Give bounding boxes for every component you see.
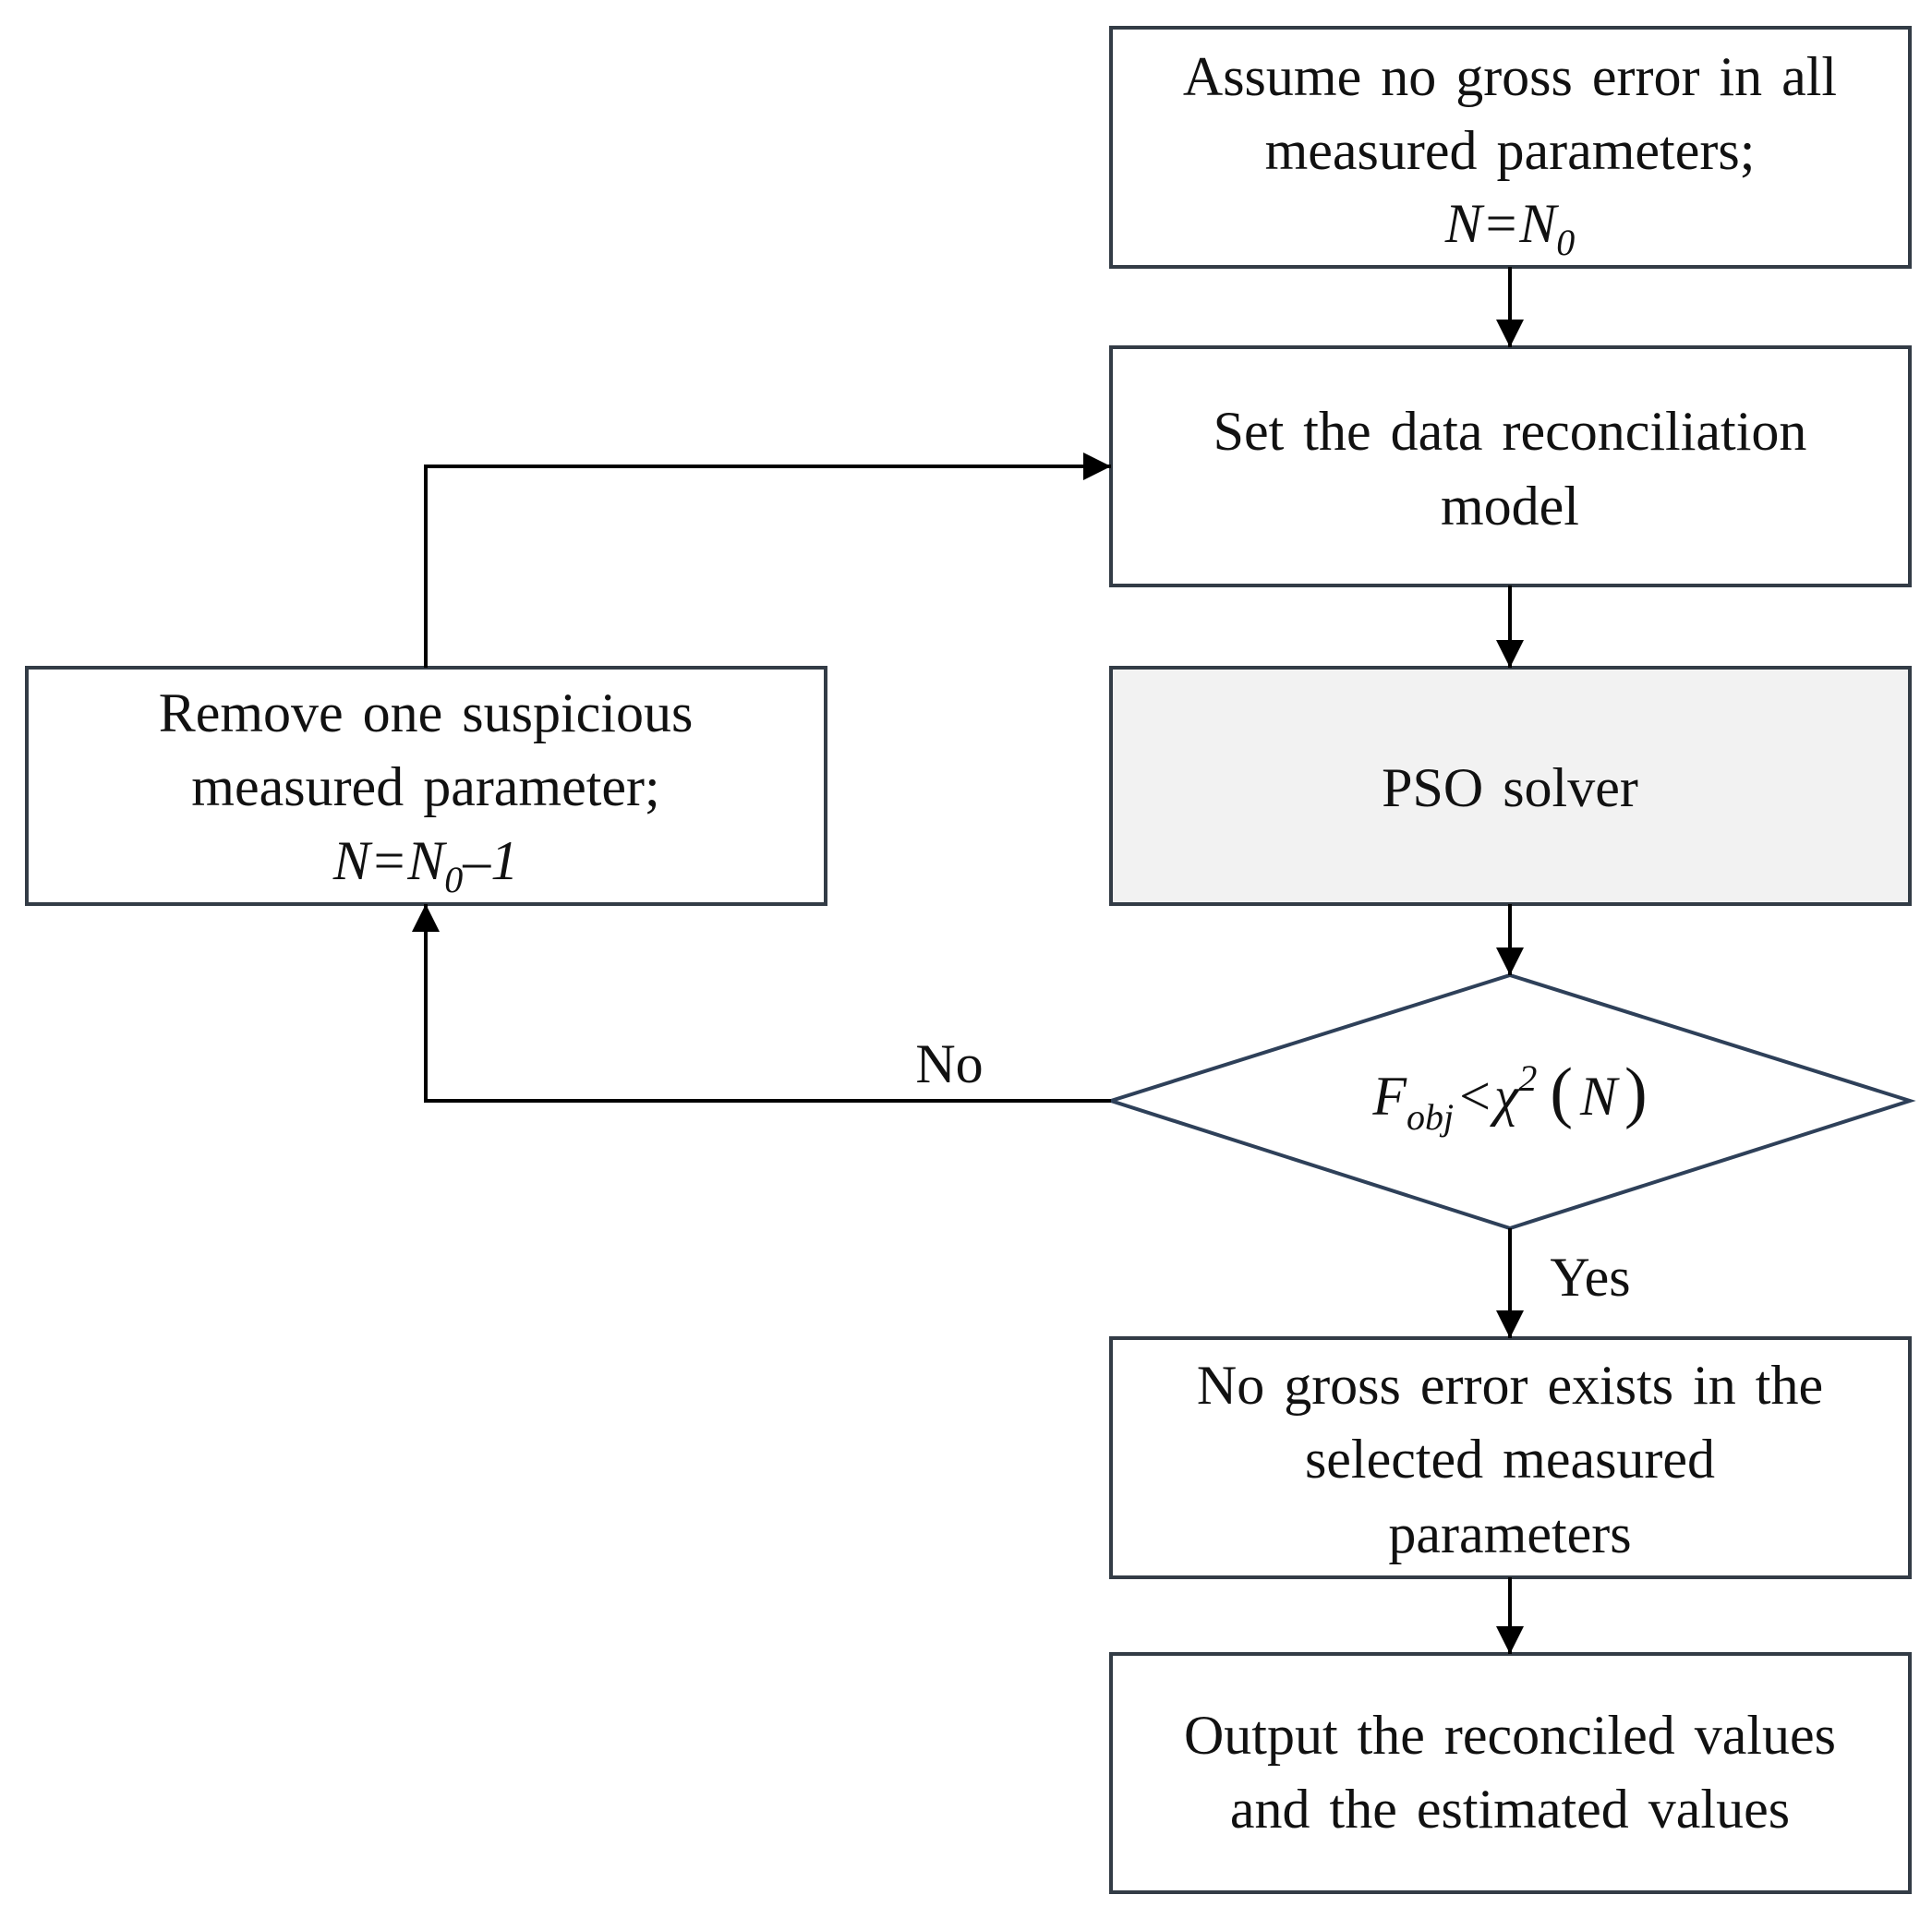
start-line-2: measured parameters; — [1265, 120, 1756, 181]
decision-chi: χ — [1490, 1066, 1520, 1127]
decision-rparen: ) — [1624, 1055, 1648, 1130]
start-formula-main: N=N — [1444, 193, 1560, 254]
decision-chi-sup: 2 — [1518, 1057, 1537, 1099]
decision-f-sub: obj — [1407, 1096, 1454, 1138]
remove-formula-tail: –1 — [462, 830, 518, 891]
no-error-line-2: selected measured — [1305, 1429, 1715, 1490]
remove-line-2: measured parameter; — [191, 756, 659, 817]
decision-op: < — [1459, 1066, 1491, 1127]
model-line-2: model — [1441, 476, 1579, 537]
no-error-node: No gross error exists in the selected me… — [1109, 1336, 1912, 1579]
solver-label: PSO solver — [1382, 757, 1638, 818]
decision-f: F — [1371, 1066, 1407, 1127]
no-label: No — [915, 1033, 983, 1094]
output-node: Output the reconciled values and the est… — [1109, 1652, 1912, 1894]
no-error-line-3: parameters — [1388, 1503, 1631, 1564]
solver-node: PSO solver — [1109, 666, 1912, 906]
yes-label: Yes — [1550, 1247, 1630, 1308]
output-box — [1109, 1652, 1912, 1894]
start-box — [1109, 26, 1912, 269]
arrow-decision-no — [412, 904, 1111, 1103]
start-formula: N=N0 — [1444, 193, 1576, 263]
remove-formula: N=N0–1 — [332, 830, 519, 900]
solver-box — [1109, 666, 1912, 906]
remove-node: Remove one suspicious measured parameter… — [25, 666, 827, 906]
remove-formula-sub: 0 — [444, 859, 463, 900]
model-box — [1109, 345, 1912, 587]
decision-formula: Fobj<χ2 (N) — [1371, 1055, 1647, 1138]
model-node: Set the data reconciliation model — [1109, 345, 1912, 587]
output-line-1: Output the reconciled values — [1184, 1705, 1836, 1766]
start-line-1: Assume no gross error in all — [1183, 46, 1837, 107]
decision-node: Fobj<χ2 (N) — [1105, 972, 1916, 1231]
output-line-2: and the estimated values — [1230, 1779, 1790, 1840]
arrow-remove-to-model — [424, 453, 1111, 668]
start-node: Assume no gross error in all measured pa… — [1109, 26, 1912, 269]
no-error-box — [1109, 1336, 1912, 1579]
decision-lparen: ( — [1550, 1055, 1573, 1130]
remove-formula-main: N=N — [332, 830, 448, 891]
no-error-line-1: No gross error exists in the — [1197, 1355, 1823, 1416]
decision-n: N — [1579, 1066, 1620, 1127]
remove-line-1: Remove one suspicious — [159, 682, 694, 743]
remove-box — [25, 666, 827, 906]
start-formula-sub: 0 — [1556, 222, 1575, 263]
model-line-1: Set the data reconciliation — [1214, 401, 1807, 462]
